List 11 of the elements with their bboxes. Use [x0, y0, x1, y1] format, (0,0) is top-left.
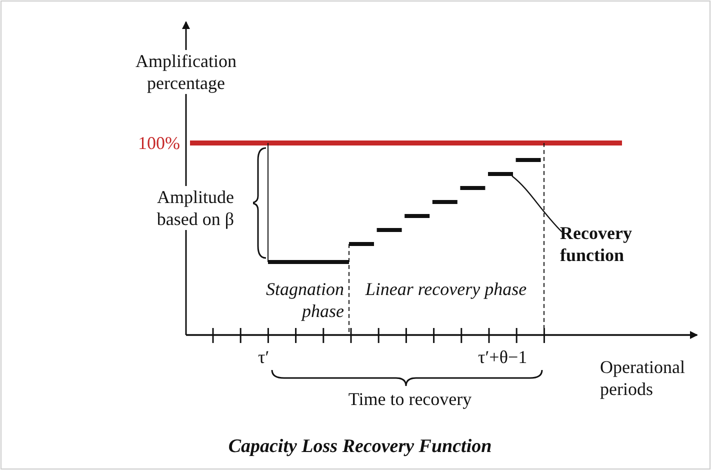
step-curve [268, 158, 541, 264]
phase-label: Stagnation phase [264, 278, 344, 322]
leader-line [512, 176, 562, 232]
curve-label: Recovery function [560, 222, 660, 266]
caption: Capacity Loss Recovery Function [227, 436, 493, 458]
axis-title: Operational periods [600, 356, 686, 400]
phase-label: Linear recovery phase [364, 278, 528, 300]
tick-label: τ′ [258, 346, 270, 368]
tick-label: τ′+θ−1 [478, 346, 528, 368]
axis-value: 100% [137, 132, 180, 154]
brace-label: Time to recovery [347, 388, 473, 410]
